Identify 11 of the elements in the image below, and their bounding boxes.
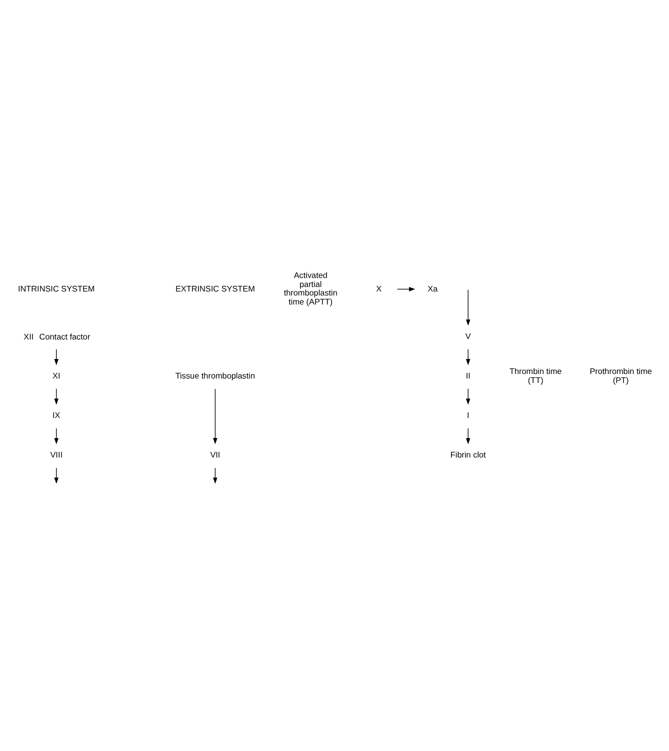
arrow xyxy=(54,348,59,365)
arrow xyxy=(466,427,470,444)
arrow xyxy=(466,348,470,365)
arrow xyxy=(213,388,218,444)
arrow xyxy=(396,286,416,291)
arrow xyxy=(54,467,59,484)
arrow xyxy=(466,388,470,404)
arrow xyxy=(54,427,59,444)
arrow xyxy=(213,467,218,484)
arrow xyxy=(466,289,470,326)
arrow xyxy=(54,388,59,404)
